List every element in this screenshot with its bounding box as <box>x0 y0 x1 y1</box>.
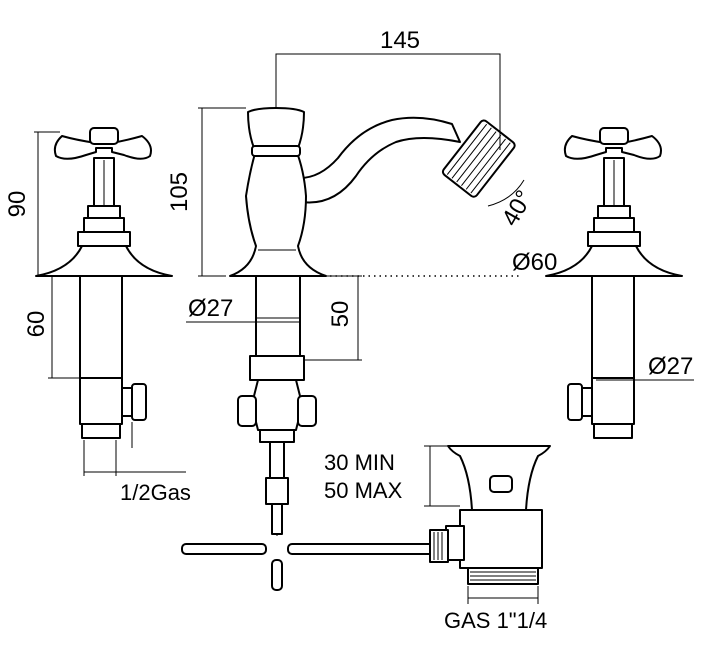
right-valve-outlet <box>567 383 583 421</box>
popup-linkage-vertical <box>271 559 283 591</box>
left-valve-nut-3 <box>77 231 131 247</box>
center-spout-body <box>181 107 516 591</box>
spray-angle-arc <box>487 179 525 207</box>
right-valve-flange <box>545 245 683 277</box>
right-valve-body <box>591 377 635 425</box>
dim-waste-min: 30 MIN <box>324 450 395 475</box>
left-valve-body <box>79 377 123 425</box>
left-valve-outlet-nut <box>121 387 133 417</box>
right-valve-nut-3 <box>587 231 641 247</box>
left-valve-nut-1 <box>87 205 121 219</box>
waste-body <box>459 509 543 569</box>
dim-handle-height: 90 <box>4 191 31 218</box>
dimension-lines <box>34 53 694 604</box>
dim-base-diameter: Ø60 <box>512 249 557 276</box>
spout-side-knob-left <box>237 395 257 427</box>
left-valve-bottom-nut <box>81 423 121 439</box>
right-valve-cap <box>599 127 629 145</box>
spout-pull-rod-joint <box>265 477 289 505</box>
dim-tail-center: 50 <box>327 301 354 328</box>
left-valve <box>35 127 173 439</box>
dim-tail-diameter-right: Ø27 <box>648 353 693 380</box>
left-valve-outlet <box>131 383 147 421</box>
right-valve-bottom-nut <box>593 423 633 439</box>
dim-tail-diameter-center: Ø27 <box>188 295 233 322</box>
left-valve-cap <box>89 127 119 145</box>
dim-inlet-connection: 1/2Gas <box>120 480 191 505</box>
spout-body-top <box>247 107 305 149</box>
dim-tail-left: 60 <box>23 311 50 338</box>
popup-linkage-horizontal-2 <box>287 543 437 555</box>
dim-waste-max: 50 MAX <box>324 478 403 503</box>
spout-lower-coupling <box>250 379 304 431</box>
dim-spout-reach: 145 <box>380 27 420 54</box>
dim-spout-height: 105 <box>166 172 193 212</box>
waste-lever-nut <box>429 529 449 563</box>
left-valve-tail <box>79 275 123 379</box>
spout-arm <box>299 116 461 204</box>
spout-body-collar <box>251 145 301 157</box>
dim-spray-angle: 40° <box>497 186 539 231</box>
popup-linkage-horizontal <box>181 543 267 555</box>
right-valve-nut-2 <box>593 217 635 233</box>
spout-lower-nut <box>249 355 305 381</box>
right-valve-outlet-nut <box>581 387 593 417</box>
popup-waste <box>429 445 551 585</box>
waste-grille <box>489 475 513 493</box>
left-valve-nut-2 <box>83 217 125 233</box>
dimension-labels: 145 105 90 60 50 40° Ø60 Ø27 Ø27 1/2Gas … <box>4 27 693 633</box>
dim-waste-thread: GAS 1"1/4 <box>444 608 547 633</box>
spout-lower-nut-2 <box>259 429 295 443</box>
right-valve-tail <box>591 275 635 379</box>
right-valve-nut-1 <box>597 205 631 219</box>
spout-pull-rod-top <box>269 441 285 479</box>
right-valve <box>545 127 683 439</box>
spout-body-column <box>229 149 327 277</box>
left-valve-flange <box>35 245 173 277</box>
spout-side-knob-right <box>297 395 317 427</box>
